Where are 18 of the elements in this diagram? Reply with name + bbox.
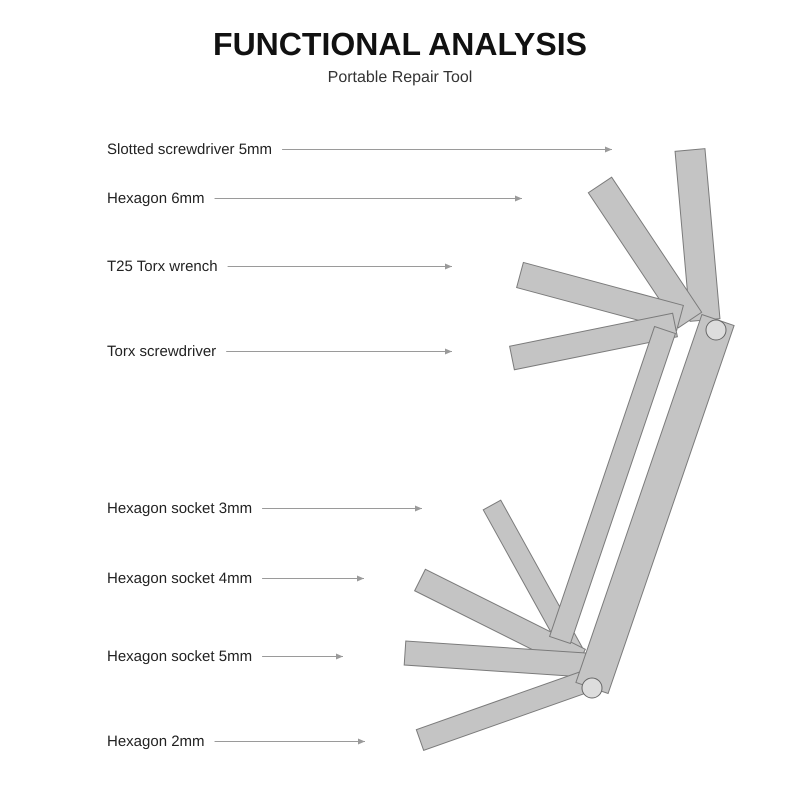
title: FUNCTIONAL ANALYSIS <box>212 26 588 63</box>
leader-line <box>262 576 364 582</box>
part-label: T25 Torx wrench <box>107 258 218 275</box>
subtitle: Portable Repair Tool <box>326 69 474 87</box>
leader-line <box>214 738 366 744</box>
part-label: Hexagon socket 3mm <box>107 500 252 517</box>
leader-line <box>262 506 422 512</box>
leader-line <box>214 196 522 202</box>
leader-line <box>227 264 452 270</box>
part-label: Hexagon socket 5mm <box>107 648 252 665</box>
part-label: Torx screwdriver <box>107 343 216 360</box>
leader-line <box>226 348 452 354</box>
part-label: Hexagon socket 4mm <box>107 570 252 587</box>
leader-line <box>282 146 612 152</box>
part-label: Slotted screwdriver 5mm <box>107 141 272 158</box>
leader-line <box>262 654 344 660</box>
part-label: Hexagon 2mm <box>107 733 205 750</box>
part-label: Hexagon 6mm <box>107 190 205 207</box>
